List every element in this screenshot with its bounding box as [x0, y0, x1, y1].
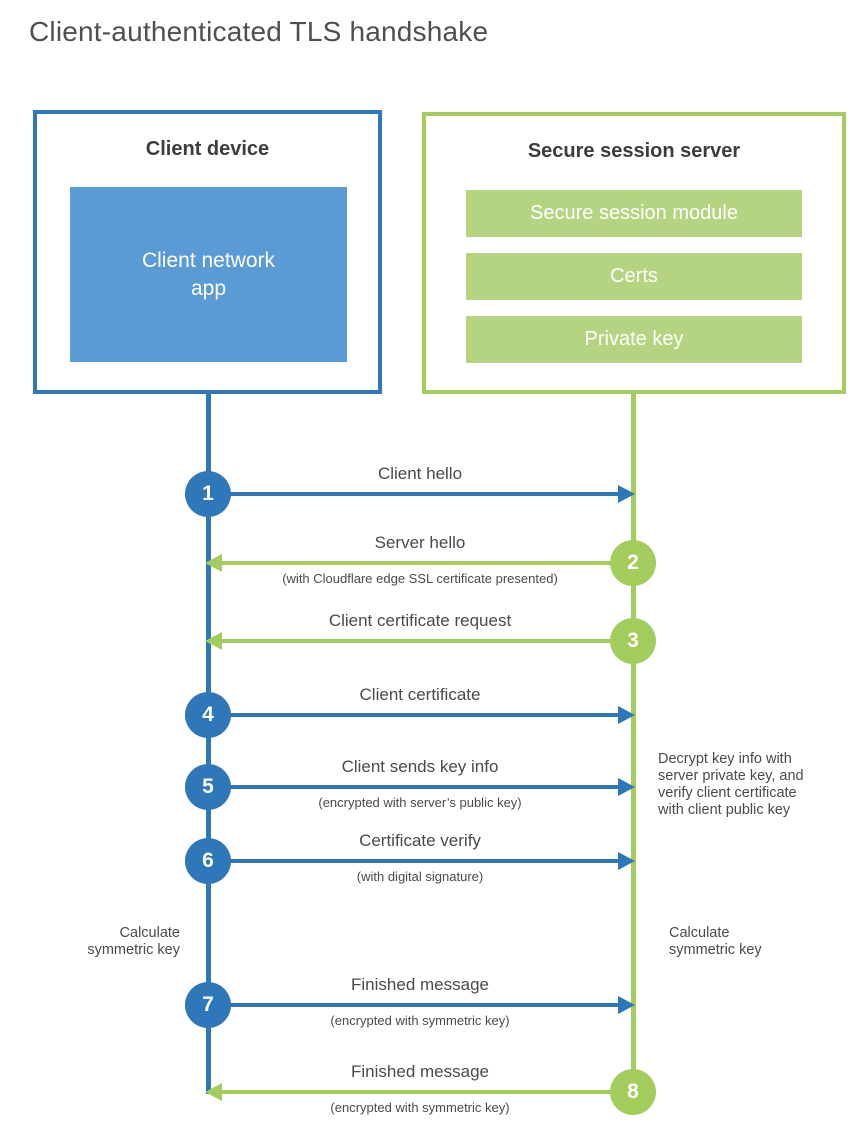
step-1-arrow-right-icon — [206, 485, 635, 503]
step-2-sublabel: (with Cloudflare edge SSL certificate pr… — [282, 571, 558, 586]
step-6-arrow-right-icon — [206, 852, 635, 870]
step-3-number-badge: 3 — [610, 618, 656, 664]
step-7-sublabel: (encrypted with symmetric key) — [330, 1013, 510, 1028]
step-4-arrow-right-icon — [206, 706, 635, 724]
server-module-certs: Certs — [466, 253, 802, 300]
step-6-label: Certificate verify — [359, 831, 481, 850]
server-module-secure-session: Secure session module — [466, 190, 802, 237]
step-7-arrow-right-icon — [206, 996, 635, 1014]
step-2-number-badge: 2 — [610, 540, 656, 586]
step-2-arrow-left-icon — [205, 554, 634, 572]
step-7-label: Finished message — [351, 975, 489, 994]
secure-session-server-box: Secure session server Secure session mod… — [422, 112, 846, 394]
step-4-number-badge: 4 — [185, 692, 231, 738]
server-module-private-key: Private key — [466, 316, 802, 363]
step-1-label: Client hello — [377, 464, 463, 483]
step-6-number-badge: 6 — [185, 838, 231, 884]
client-lifeline — [206, 392, 211, 1094]
step-3-arrow-left-icon — [205, 632, 634, 650]
step-1-number-badge: 1 — [185, 471, 231, 517]
step-3-label: Client certificate request — [328, 611, 512, 630]
step-8-sublabel: (encrypted with symmetric key) — [330, 1100, 510, 1115]
step-8-arrow-left-icon — [205, 1083, 634, 1101]
step-5-sublabel: (encrypted with server’s public key) — [318, 795, 522, 810]
server-lifeline — [631, 392, 636, 1094]
client-device-box: Client device Client network app — [33, 110, 382, 394]
step-4-label: Client certificate — [359, 685, 481, 704]
step-8-label: Finished message — [351, 1062, 489, 1081]
step-7-number-badge: 7 — [185, 982, 231, 1028]
page-title: Client-authenticated TLS handshake — [29, 16, 489, 47]
client-device-title: Client device — [145, 138, 270, 160]
decrypt-key-info-note: Decrypt key info with server private key… — [658, 751, 804, 818]
step-6-sublabel: (with digital signature) — [356, 869, 484, 884]
step-5-arrow-right-icon — [206, 778, 635, 796]
calculate-symmetric-key-server-note: Calculate symmetric key — [669, 925, 762, 958]
step-8-number-badge: 8 — [610, 1069, 656, 1115]
step-2-label: Server hello — [374, 533, 466, 552]
secure-session-server-title: Secure session server — [527, 140, 741, 162]
client-network-app-box: Client network app — [70, 187, 347, 362]
calculate-symmetric-key-client-note: Calculate symmetric key — [87, 925, 180, 958]
step-5-number-badge: 5 — [185, 764, 231, 810]
step-5-label: Client sends key info — [341, 757, 499, 776]
